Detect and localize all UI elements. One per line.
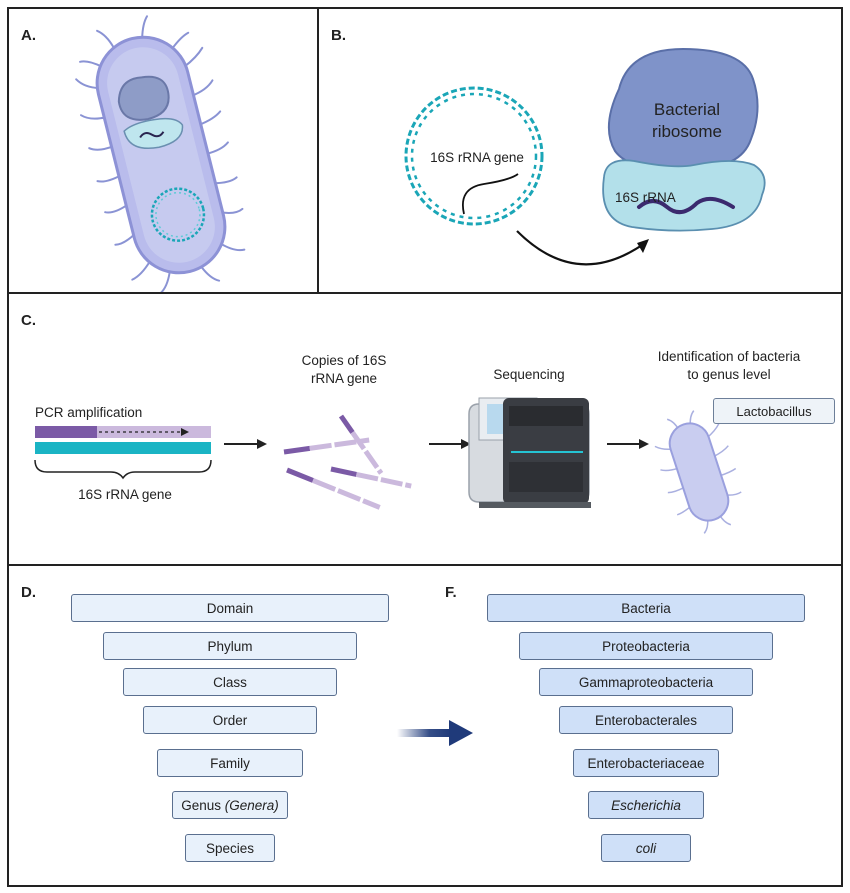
sequencer-machine-icon xyxy=(468,397,591,508)
circular-dna-icon xyxy=(404,86,544,226)
pcr-amplification-label: PCR amplification xyxy=(35,405,143,420)
panel-d-label: D. xyxy=(21,584,36,601)
bacterium-cell xyxy=(75,15,246,295)
rank-bacteria-text: Bacteria xyxy=(621,600,671,616)
rank-family-text: Family xyxy=(210,755,250,771)
rank-domain-text: Domain xyxy=(206,600,254,616)
copies-label-line2: rRNA gene xyxy=(310,371,378,386)
rrna-label: 16S rRNA xyxy=(615,190,676,205)
rank-genus-italic: (Genera) xyxy=(224,797,279,813)
identification-label-line2: to genus level xyxy=(687,367,771,382)
rank-order: Order xyxy=(143,706,317,734)
rank-species: Species xyxy=(185,834,275,862)
rank-enterobacterales-text: Enterobacterales xyxy=(594,712,698,728)
b-gene-label: 16S rRNA gene xyxy=(430,150,524,165)
rank-phylum-text: Phylum xyxy=(207,638,253,654)
rank-class: Class xyxy=(123,668,337,696)
rank-class-text: Class xyxy=(213,674,247,690)
rrna-subunit-shape xyxy=(602,159,766,232)
pcr-workflow-illustration xyxy=(34,397,742,534)
genus-tag: Lactobacillus xyxy=(713,398,835,424)
rank-proteobacteria: Proteobacteria xyxy=(519,632,773,660)
rank-gammaproteobacteria-text: Gammaproteobacteria xyxy=(578,674,714,690)
panel-c: C. xyxy=(7,292,843,566)
panel-b: B. 16S rRNA gene Bacterial ribosome 16S … xyxy=(317,7,843,294)
ribosome-label-line2: ribosome xyxy=(652,122,722,141)
rank-coli: coli xyxy=(601,834,691,862)
sequencing-label: Sequencing xyxy=(493,367,565,382)
rank-escherichia-text: Escherichia xyxy=(611,797,681,813)
rank-genus: Genus (Genera) xyxy=(172,791,288,819)
panel-taxonomy: D. F. Domain Phylum Class Order Family G… xyxy=(7,564,843,887)
gene-copies-icon xyxy=(283,414,412,510)
identification-label-line1: Identification of bacteria xyxy=(657,349,801,364)
rank-gammaproteobacteria: Gammaproteobacteria xyxy=(539,668,753,696)
rank-domain: Domain xyxy=(71,594,389,622)
ribosome-shape xyxy=(607,47,759,171)
rank-order-text: Order xyxy=(212,712,248,728)
panel-c-label: C. xyxy=(21,312,36,329)
rank-enterobacteriaceae: Enterobacteriaceae xyxy=(573,749,719,777)
rank-bacteria: Bacteria xyxy=(487,594,805,622)
pcr-strands-icon xyxy=(34,426,212,480)
genus-tag-text: Lactobacillus xyxy=(736,403,812,419)
panel-a-label: A. xyxy=(21,27,36,44)
gene-to-ribosome-illustration xyxy=(404,47,766,266)
bacterium-cell-illustration xyxy=(75,15,246,295)
rank-enterobacterales: Enterobacterales xyxy=(559,706,733,734)
rank-phylum: Phylum xyxy=(103,632,357,660)
lactobacillus-cell-icon xyxy=(654,410,742,534)
panel-b-label: B. xyxy=(331,27,346,44)
rank-coli-text: coli xyxy=(635,840,657,856)
panel-a: A. xyxy=(7,7,319,295)
ribosome-label-line1: Bacterial xyxy=(653,100,721,119)
gene-to-rrna-arrow xyxy=(516,230,646,266)
rank-family: Family xyxy=(157,749,303,777)
taxonomy-arrow xyxy=(397,720,473,746)
copies-label-line1: Copies of 16S xyxy=(301,353,387,368)
rank-enterobacteriaceae-text: Enterobacteriaceae xyxy=(587,755,705,771)
rank-escherichia: Escherichia xyxy=(588,791,704,819)
c-gene-label: 16S rRNA gene xyxy=(78,487,172,502)
rna-strand-icon xyxy=(637,196,735,215)
rank-proteobacteria-text: Proteobacteria xyxy=(602,638,690,654)
panel-f-label: F. xyxy=(445,584,457,601)
rank-species-text: Species xyxy=(205,840,255,856)
rank-genus-text: Genus xyxy=(181,797,225,813)
